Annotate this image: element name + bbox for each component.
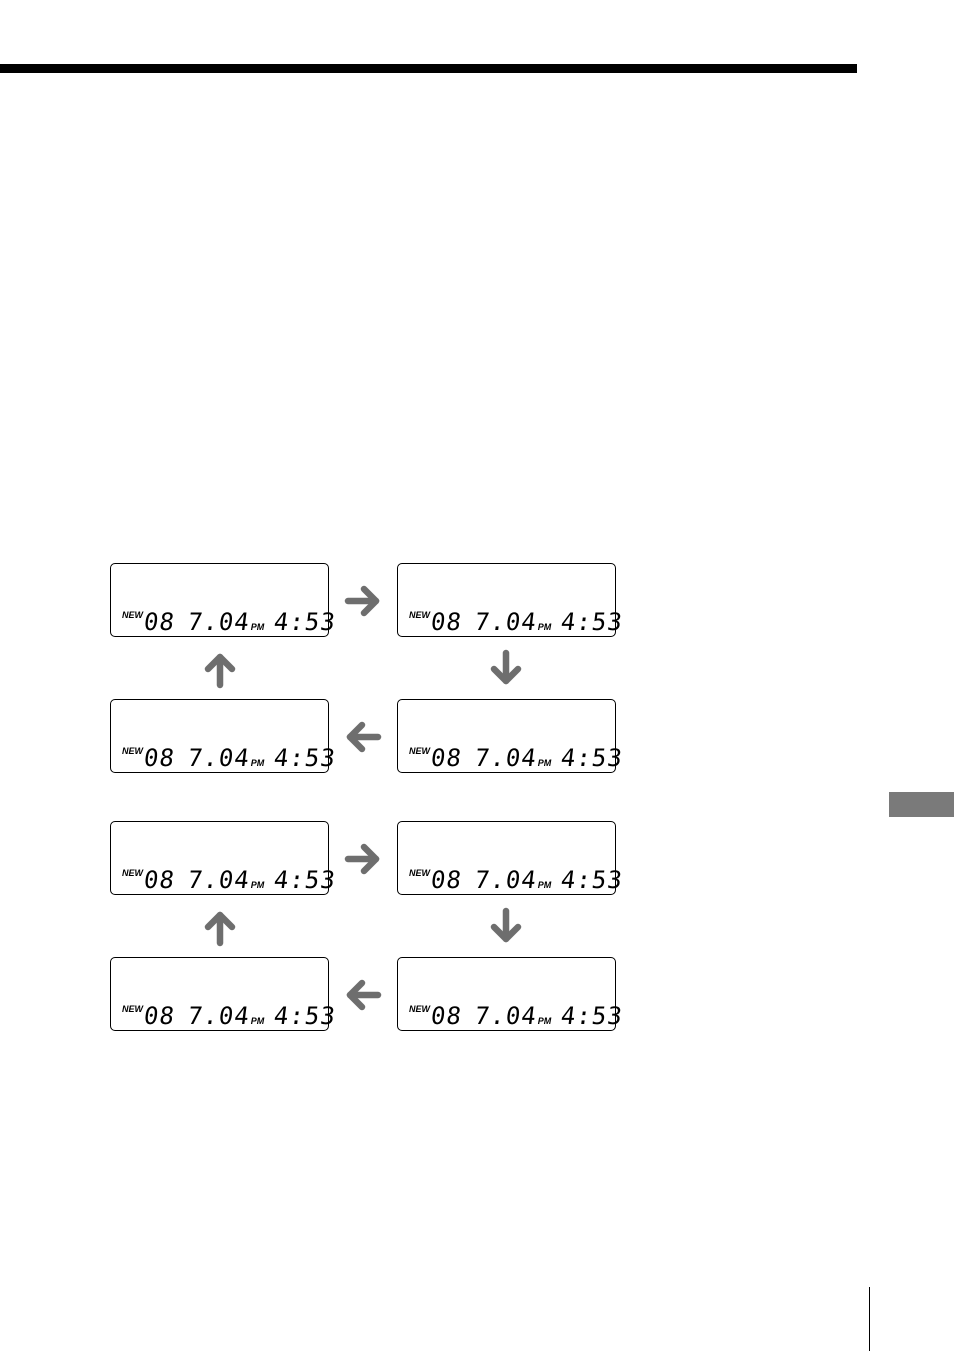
- date-readout: 7.04: [187, 748, 251, 768]
- page-edge-rule: [869, 1287, 870, 1351]
- lcd-readout: NEW 08 7.04 PM 4:53: [122, 1006, 336, 1026]
- message-number: 08: [143, 748, 176, 768]
- meridiem-indicator: PM: [538, 758, 552, 768]
- lcd-display-4: NEW 08 7.04 PM 4:53: [397, 699, 616, 773]
- time-readout: 4:53: [273, 870, 337, 890]
- date-readout: 7.04: [474, 748, 538, 768]
- lcd-readout: NEW 08 7.04 PM 4:53: [409, 870, 623, 890]
- arrow-up-icon: [200, 649, 240, 689]
- new-indicator: NEW: [122, 746, 143, 756]
- lcd-display-6: NEW 08 7.04 PM 4:53: [397, 821, 616, 895]
- arrow-down-icon: [486, 649, 526, 689]
- lcd-display-3: NEW 08 7.04 PM 4:53: [110, 699, 329, 773]
- meridiem-indicator: PM: [538, 622, 552, 632]
- arrow-left-icon: [343, 975, 383, 1015]
- time-readout: 4:53: [560, 870, 624, 890]
- date-readout: 7.04: [187, 870, 251, 890]
- lcd-display-1: NEW 08 7.04 PM 4:53: [110, 563, 329, 637]
- lcd-readout: NEW 08 7.04 PM 4:53: [409, 1006, 623, 1026]
- new-indicator: NEW: [122, 868, 143, 878]
- message-number: 08: [430, 612, 463, 632]
- message-number: 08: [143, 870, 176, 890]
- message-number: 08: [430, 1006, 463, 1026]
- time-readout: 4:53: [273, 612, 337, 632]
- meridiem-indicator: PM: [538, 880, 552, 890]
- date-readout: 7.04: [187, 1006, 251, 1026]
- arrow-up-icon: [200, 907, 240, 947]
- time-readout: 4:53: [560, 612, 624, 632]
- new-indicator: NEW: [122, 1004, 143, 1014]
- lcd-readout: NEW 08 7.04 PM 4:53: [409, 748, 623, 768]
- lcd-display-2: NEW 08 7.04 PM 4:53: [397, 563, 616, 637]
- meridiem-indicator: PM: [251, 622, 265, 632]
- time-readout: 4:53: [273, 1006, 337, 1026]
- message-number: 08: [430, 870, 463, 890]
- lcd-display-8: NEW 08 7.04 PM 4:53: [397, 957, 616, 1031]
- date-readout: 7.04: [474, 612, 538, 632]
- meridiem-indicator: PM: [251, 758, 265, 768]
- lcd-display-7: NEW 08 7.04 PM 4:53: [110, 957, 329, 1031]
- new-indicator: NEW: [409, 868, 430, 878]
- time-readout: 4:53: [560, 748, 624, 768]
- new-indicator: NEW: [122, 610, 143, 620]
- meridiem-indicator: PM: [251, 880, 265, 890]
- new-indicator: NEW: [409, 610, 430, 620]
- message-number: 08: [143, 612, 176, 632]
- time-readout: 4:53: [273, 748, 337, 768]
- new-indicator: NEW: [409, 746, 430, 756]
- lcd-readout: NEW 08 7.04 PM 4:53: [122, 612, 336, 632]
- message-number: 08: [143, 1006, 176, 1026]
- date-readout: 7.04: [474, 870, 538, 890]
- message-number: 08: [430, 748, 463, 768]
- meridiem-indicator: PM: [251, 1016, 265, 1026]
- arrow-right-icon: [343, 839, 383, 879]
- top-rule: [0, 64, 857, 73]
- date-readout: 7.04: [187, 612, 251, 632]
- lcd-display-5: NEW 08 7.04 PM 4:53: [110, 821, 329, 895]
- lcd-readout: NEW 08 7.04 PM 4:53: [122, 870, 336, 890]
- date-readout: 7.04: [474, 1006, 538, 1026]
- lcd-readout: NEW 08 7.04 PM 4:53: [409, 612, 623, 632]
- arrow-right-icon: [343, 581, 383, 621]
- lcd-readout: NEW 08 7.04 PM 4:53: [122, 748, 336, 768]
- arrow-left-icon: [343, 717, 383, 757]
- new-indicator: NEW: [409, 1004, 430, 1014]
- section-tab: [889, 792, 954, 817]
- arrow-down-icon: [486, 907, 526, 947]
- time-readout: 4:53: [560, 1006, 624, 1026]
- meridiem-indicator: PM: [538, 1016, 552, 1026]
